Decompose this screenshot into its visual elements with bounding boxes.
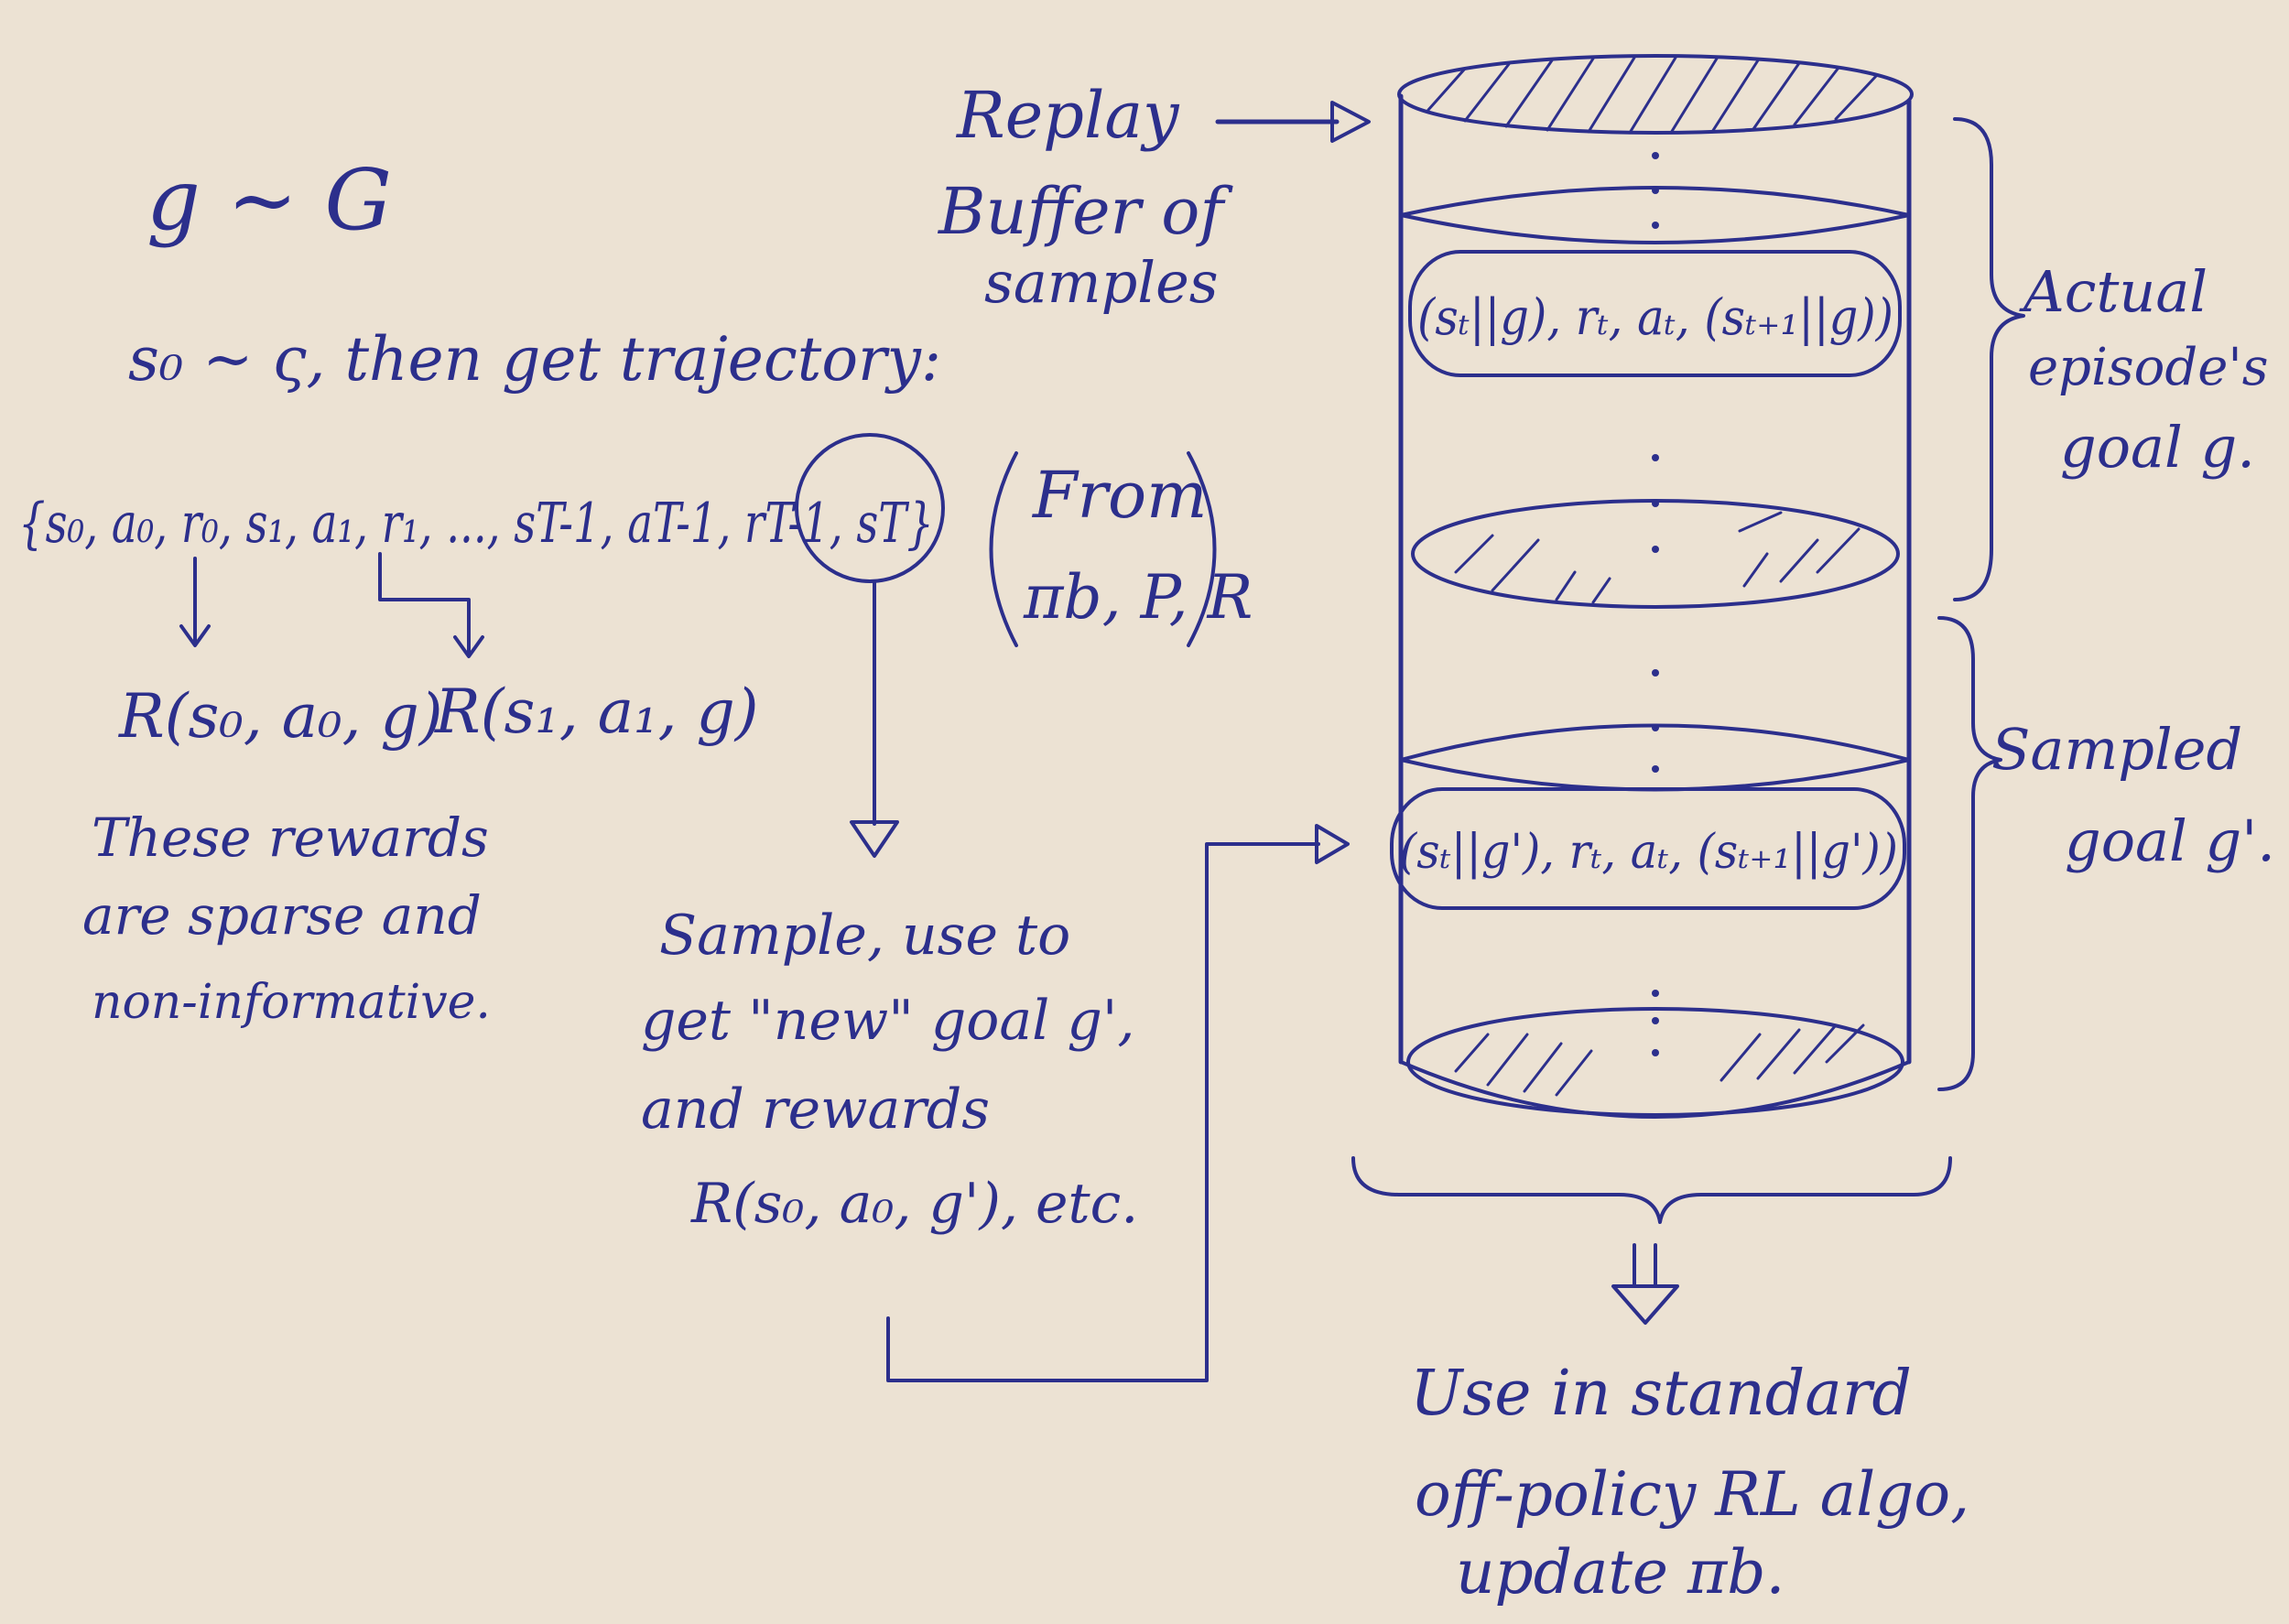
buffer-label-line-2: Buffer of bbox=[937, 174, 1233, 249]
sampled-goal-line-2: goal g'. bbox=[2065, 807, 2275, 874]
sample-arrow bbox=[850, 579, 899, 858]
buffer-label-arrow bbox=[1215, 101, 1371, 143]
reward-2-label: R(s₁, a₁, g) bbox=[434, 677, 759, 747]
from-note-line-2: πb, P, R bbox=[1023, 562, 1253, 633]
sample-note-line-4: R(s₀, a₀, g'), etc. bbox=[690, 1172, 1138, 1236]
reward-1-arrow bbox=[179, 557, 211, 647]
bottom-note-line-1: Use in standard bbox=[1410, 1358, 1912, 1430]
bottom-down-arrow bbox=[1611, 1243, 1679, 1325]
buffer-label-line-3: samples bbox=[984, 249, 1219, 316]
actual-goal-line-1: Actual bbox=[2019, 258, 2208, 325]
sampled-goal-brace bbox=[1937, 616, 2002, 1091]
from-note-line-1: From bbox=[1031, 458, 1208, 533]
sparse-note-line-3: non-informative. bbox=[92, 975, 491, 1030]
bottom-brace bbox=[1351, 1156, 1952, 1224]
bottom-note-line-2: off-policy RL algo, bbox=[1415, 1459, 1969, 1530]
entry-sampled-text: (sₜ||g'), rₜ, aₜ, (sₜ₊₁||g')) bbox=[1399, 825, 1898, 880]
buffer-label-line-1: Replay bbox=[955, 78, 1180, 153]
to-buffer-arrow bbox=[886, 824, 1350, 1382]
reward-2-arrow bbox=[378, 552, 484, 658]
from-left-paren bbox=[989, 451, 1018, 647]
actual-goal-line-3: goal g. bbox=[2060, 414, 2255, 481]
entry-actual-text: (sₜ||g), rₜ, aₜ, (sₜ₊₁||g)) bbox=[1417, 288, 1893, 346]
trajectory-text: {s₀, a₀, r₀, s₁, a₁, r₁, ..., sT-1, aT-1… bbox=[18, 492, 934, 556]
start-state-line: s₀ ~ ς, then get trajectory: bbox=[128, 324, 941, 395]
sample-note-line-2: get "new" goal g', bbox=[641, 989, 1134, 1053]
replay-buffer-cylinder: (sₜ||g), rₜ, aₜ, (sₜ₊₁||g)) (sₜ||g'), rₜ… bbox=[1390, 54, 1914, 1119]
sample-note-line-3: and rewards bbox=[641, 1077, 990, 1142]
bottom-note-line-3: update πb. bbox=[1456, 1537, 1785, 1608]
sparse-note-line-2: are sparse and bbox=[82, 884, 482, 947]
sampled-goal-line-1: Sampled bbox=[1991, 716, 2242, 783]
reward-1-label: R(s₀, a₀, g) bbox=[118, 681, 443, 752]
sparse-note-line-1: These rewards bbox=[92, 807, 489, 869]
sample-note-line-1: Sample, use to bbox=[659, 904, 1070, 968]
goal-distribution-text: g ~ G bbox=[146, 151, 392, 249]
actual-goal-line-2: episode's bbox=[2028, 338, 2268, 397]
from-right-paren bbox=[1187, 451, 1217, 647]
terminal-state-circle bbox=[795, 433, 945, 583]
actual-goal-brace bbox=[1953, 117, 2025, 601]
